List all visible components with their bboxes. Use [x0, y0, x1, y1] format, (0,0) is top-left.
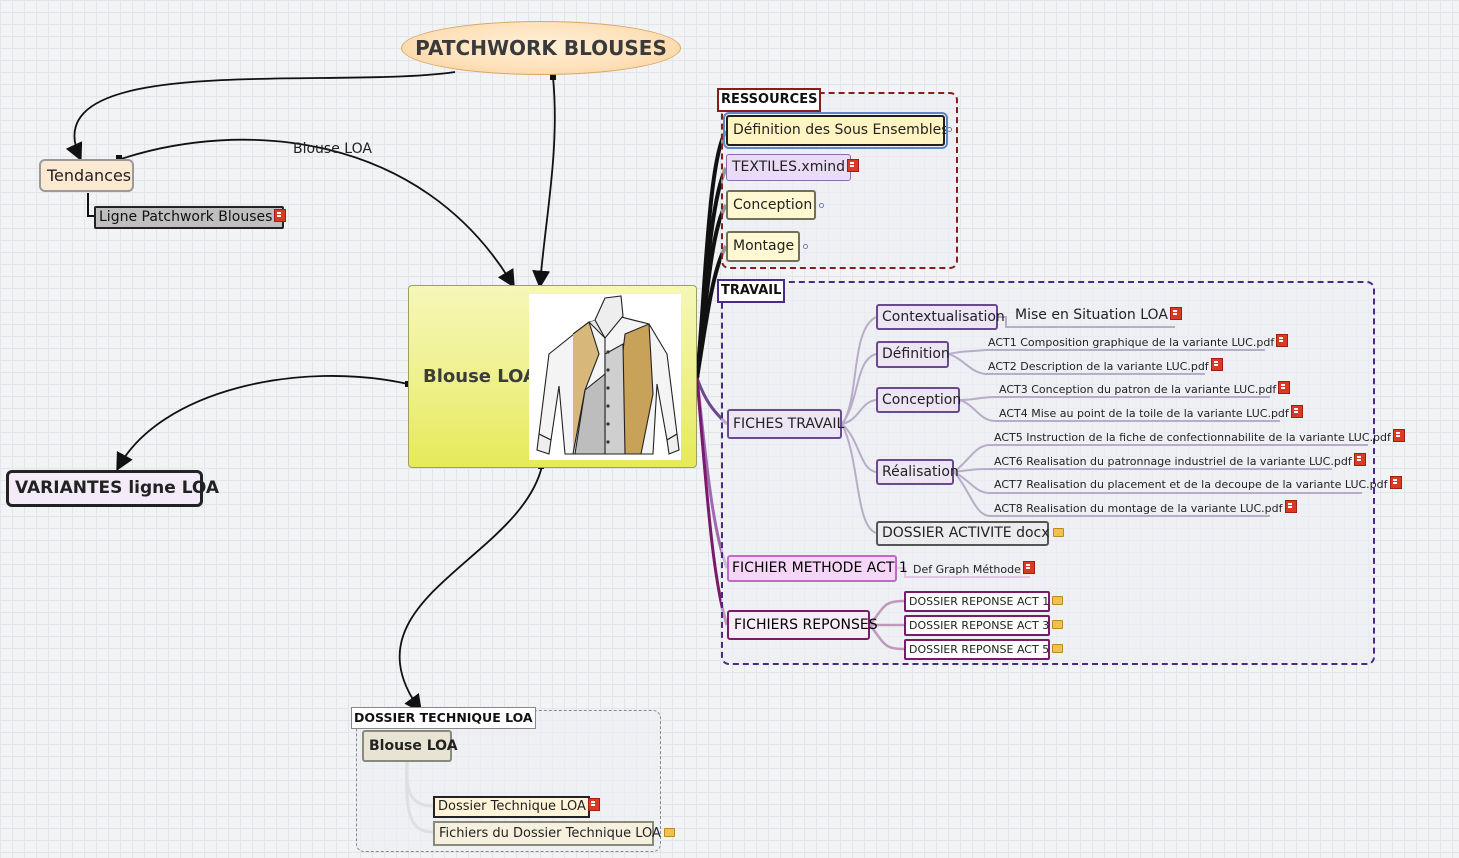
act5-topic[interactable]: ACT5 Instruction de la fiche de confecti…	[994, 429, 1405, 445]
fichier-methode-topic[interactable]: FICHIER METHODE ACT 1	[727, 555, 908, 582]
def-graph-methode-label: Def Graph Méthode	[913, 563, 1021, 576]
pdf-attachment-icon[interactable]	[1290, 405, 1303, 418]
dossier-reponse-act1-label: DOSSIER REPONSE ACT 1	[909, 595, 1050, 608]
pdf-attachment-icon[interactable]	[1022, 561, 1035, 574]
pdf-attachment-icon[interactable]	[1276, 334, 1289, 347]
definition-sous-ensembles-label: Définition des Sous Ensembles	[733, 122, 949, 138]
contextualisation-topic[interactable]: Contextualisation	[876, 304, 1005, 330]
act2-topic[interactable]: ACT2 Description de la variante LUC.pdf	[988, 358, 1223, 374]
pdf-attachment-icon[interactable]	[1278, 381, 1291, 394]
fichiers-dossier-technique-topic[interactable]: Fichiers du Dossier Technique LOA	[433, 821, 675, 846]
act4-label: ACT4 Mise au point de la toile de la var…	[999, 407, 1289, 420]
dossier-activite-topic[interactable]: DOSSIER ACTIVITE docx	[876, 521, 1064, 546]
map-title-topic[interactable]: PATCHWORK BLOUSES	[401, 21, 681, 75]
ressources-frame-label[interactable]: RESSOURCES	[717, 88, 822, 112]
def-graph-methode-topic[interactable]: Def Graph Méthode	[913, 561, 1035, 576]
pdf-attachment-icon[interactable]	[274, 209, 287, 222]
act1-topic[interactable]: ACT1 Composition graphique de la variant…	[988, 334, 1289, 350]
act4-topic[interactable]: ACT4 Mise au point de la toile de la var…	[999, 405, 1303, 421]
fichiers-dossier-technique-label: Fichiers du Dossier Technique LOA	[439, 826, 661, 841]
pdf-attachment-icon[interactable]	[1169, 307, 1182, 320]
pdf-attachment-icon[interactable]	[1389, 476, 1402, 489]
dossier-activite-label: DOSSIER ACTIVITE docx	[882, 525, 1050, 541]
definition-sous-ensembles-topic[interactable]: Définition des Sous Ensembles	[723, 112, 949, 149]
folder-icon[interactable]	[663, 828, 675, 837]
blouse-illustration	[529, 294, 681, 460]
travail-frame-label[interactable]: TRAVAIL	[717, 279, 786, 303]
folder-icon[interactable]	[1052, 528, 1064, 537]
ligne-patchwork-topic[interactable]: Ligne Patchwork Blouses	[94, 206, 287, 229]
folder-icon[interactable]	[1052, 620, 1064, 629]
expand-toggle-icon[interactable]	[947, 127, 952, 132]
act5-label: ACT5 Instruction de la fiche de confecti…	[994, 431, 1391, 444]
act1-label: ACT1 Composition graphique de la variant…	[988, 336, 1275, 349]
pdf-attachment-icon[interactable]	[1353, 453, 1366, 466]
dossier-blouse-loa-topic[interactable]: Blouse LOA	[362, 730, 458, 762]
act2-label: ACT2 Description de la variante LUC.pdf	[988, 360, 1209, 373]
act3-label: ACT3 Conception du patron de la variante…	[999, 383, 1277, 396]
folder-icon[interactable]	[1052, 596, 1064, 605]
dossier-reponse-act5-label: DOSSIER REPONSE ACT 5	[909, 643, 1050, 656]
act8-topic[interactable]: ACT8 Realisation du montage de la varian…	[994, 500, 1297, 516]
ressource-conception-topic[interactable]: Conception	[726, 190, 816, 220]
tendances-topic[interactable]: Tendances	[39, 159, 134, 192]
act8-label: ACT8 Realisation du montage de la varian…	[994, 502, 1283, 515]
pdf-attachment-icon[interactable]	[1284, 500, 1297, 513]
expand-toggle-icon[interactable]	[803, 244, 808, 249]
act7-topic[interactable]: ACT7 Realisation du placement et de la d…	[994, 476, 1402, 492]
dossier-technique-label: Dossier Technique LOA	[438, 799, 586, 814]
pdf-attachment-icon[interactable]	[1210, 358, 1223, 371]
fichiers-reponses-topic[interactable]: FICHIERS REPONSES	[727, 610, 878, 640]
dossier-reponse-act5-topic[interactable]: DOSSIER REPONSE ACT 5	[904, 639, 1064, 660]
variantes-topic[interactable]: VARIANTES ligne LOA	[6, 470, 219, 507]
realisation-topic[interactable]: Réalisation	[876, 459, 959, 485]
dossier-technique-frame-label[interactable]: DOSSIER TECHNIQUE LOA	[351, 707, 536, 729]
fiches-travail-topic[interactable]: FICHES TRAVAIL	[727, 409, 844, 439]
definition-topic[interactable]: Définition	[876, 341, 950, 368]
ressource-montage-topic[interactable]: Montage	[726, 231, 800, 262]
dossier-technique-topic[interactable]: Dossier Technique LOA	[433, 796, 600, 818]
act7-label: ACT7 Realisation du placement et de la d…	[994, 478, 1388, 491]
dossier-reponse-act3-topic[interactable]: DOSSIER REPONSE ACT 3	[904, 615, 1064, 636]
dossier-reponse-act1-topic[interactable]: DOSSIER REPONSE ACT 1	[904, 591, 1064, 612]
dossier-reponse-act3-label: DOSSIER REPONSE ACT 3	[909, 619, 1050, 632]
textiles-topic[interactable]: TEXTILES.xmind	[726, 154, 859, 181]
pdf-attachment-icon[interactable]	[587, 798, 600, 811]
mise-en-situation-label: Mise en Situation LOA	[1015, 307, 1168, 323]
conception-topic[interactable]: Conception	[876, 387, 961, 413]
act6-topic[interactable]: ACT6 Realisation du patronnage industrie…	[994, 453, 1366, 469]
pdf-attachment-icon[interactable]	[1392, 429, 1405, 442]
act6-label: ACT6 Realisation du patronnage industrie…	[994, 455, 1352, 468]
mise-en-situation-topic[interactable]: Mise en Situation LOA	[1006, 307, 1182, 323]
central-topic[interactable]: Blouse LOA	[408, 285, 697, 468]
expand-toggle-icon[interactable]	[819, 203, 824, 208]
textiles-label: TEXTILES.xmind	[732, 159, 845, 175]
ligne-patchwork-label: Ligne Patchwork Blouses	[99, 209, 273, 225]
xmind-link-icon[interactable]	[846, 159, 859, 172]
folder-icon[interactable]	[1052, 644, 1064, 653]
act3-topic[interactable]: ACT3 Conception du patron de la variante…	[999, 381, 1291, 397]
central-topic-label: Blouse LOA	[423, 366, 537, 387]
relation-label[interactable]: Blouse LOA	[293, 141, 372, 157]
